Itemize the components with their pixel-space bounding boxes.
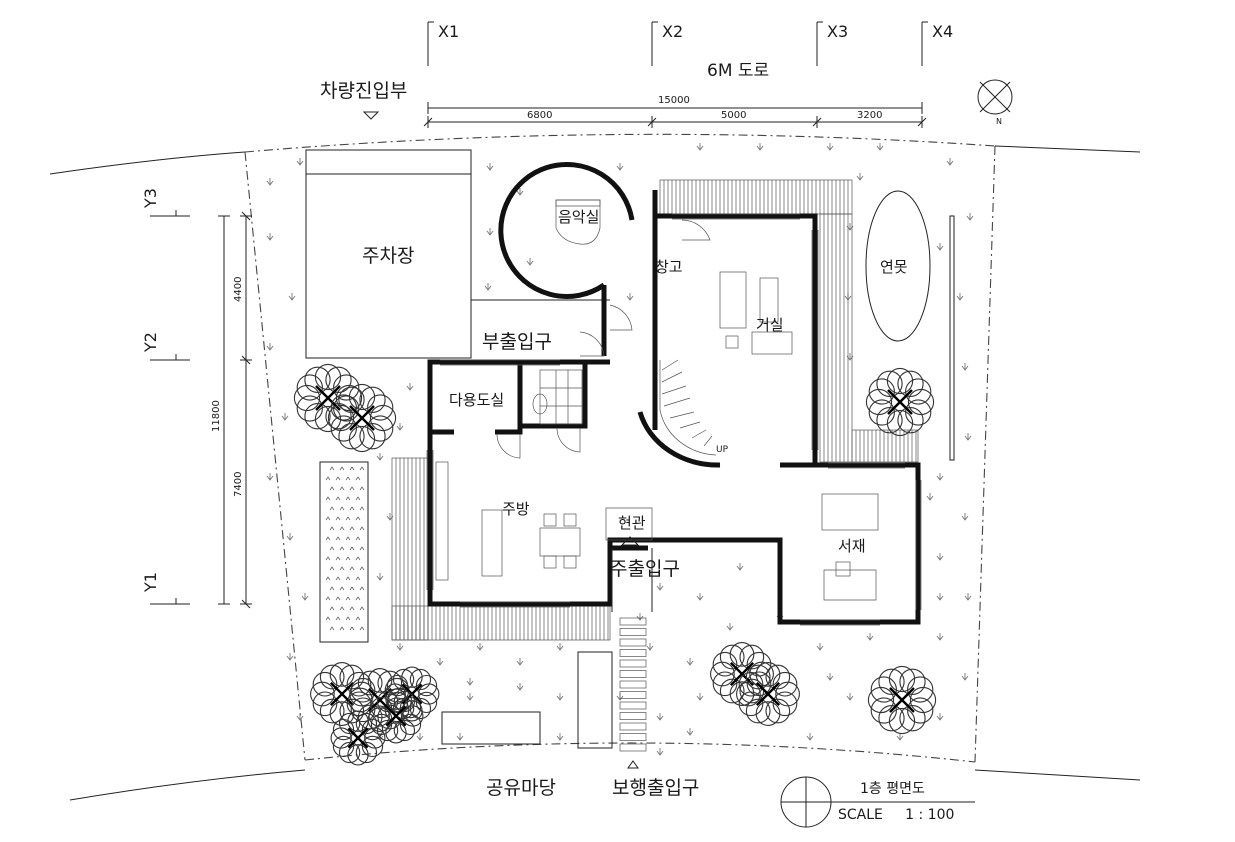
- pond-label: 연못: [880, 258, 908, 276]
- garden-bench: [949, 215, 955, 461]
- north-arrow: N: [977, 79, 1013, 126]
- parking-label: 주차장: [362, 245, 414, 267]
- axis-y2-label: Y2: [141, 332, 160, 353]
- vehicle-entrance-label: 차량진입부: [320, 80, 407, 102]
- drawing-title: 1층 평면도: [860, 781, 925, 797]
- road-label: 6M 도로: [707, 61, 769, 81]
- doors: [496, 219, 711, 546]
- building-walls: [427, 161, 921, 625]
- site-boundary: [49, 133, 1141, 801]
- trees: [293, 363, 937, 766]
- parking-area: [305, 149, 610, 359]
- dim-left-total: 11800: [211, 400, 222, 432]
- axis-x1-label: X1: [438, 22, 459, 41]
- axis-x2-label: X2: [662, 22, 683, 41]
- side-entrance-label: 부출입구: [482, 331, 552, 353]
- axis-x4-label: X4: [932, 22, 953, 41]
- main-entrance-label: 주출입구: [610, 558, 680, 580]
- dim-left-seg-1: 4400: [233, 277, 244, 302]
- garden-elements: [441, 651, 613, 749]
- labels: 6M 도로 차량진입부 주차장 음악실 창고 거실 연못 부출입구 다용도실 주…: [320, 61, 908, 799]
- stepping-stones: [611, 548, 653, 752]
- staircase: UP: [659, 359, 729, 456]
- dim-left-seg-2: 7400: [233, 472, 244, 497]
- axis-y3-label: Y3: [141, 188, 160, 209]
- study-label: 서재: [838, 537, 866, 555]
- axis-x3-label: X3: [827, 22, 848, 41]
- drawing-scale: SCALE 1 : 100: [838, 807, 954, 823]
- living-room-label: 거실: [756, 316, 784, 334]
- furniture: [435, 199, 879, 601]
- vehicle-entrance-marker: [362, 111, 380, 120]
- shared-yard-label: 공유마당: [486, 777, 556, 799]
- dim-top-seg-2: 5000: [721, 110, 746, 121]
- north-label: N: [996, 117, 1002, 126]
- utility-room-label: 다용도실: [449, 391, 504, 409]
- kitchen-label: 주방: [502, 500, 530, 518]
- dim-top-seg-1: 6800: [527, 110, 552, 121]
- wood-decks: [391, 179, 919, 641]
- dim-top-seg-3: 3200: [857, 110, 882, 121]
- music-room-label: 음악실: [558, 208, 599, 226]
- foyer-label: 현관: [618, 514, 646, 532]
- dimension-lines: 15000 6800 5000 3200 11800 4400 7400: [211, 95, 927, 609]
- pedestrian-entrance-marker: [627, 760, 639, 769]
- axis-markers: X1 X2 X3 X4 Y3 Y2 Y1: [141, 21, 953, 605]
- storage-label: 창고: [655, 258, 683, 276]
- gravel-strip: [319, 461, 369, 643]
- axis-y1-label: Y1: [141, 572, 160, 593]
- stair-up-label: UP: [716, 445, 729, 455]
- pedestrian-entrance-label: 보행출입구: [612, 777, 699, 799]
- title-block: 1층 평면도 SCALE 1 : 100: [780, 776, 975, 828]
- pond-outline: [865, 190, 931, 342]
- windows: [426, 213, 922, 626]
- dim-top-total: 15000: [658, 95, 690, 106]
